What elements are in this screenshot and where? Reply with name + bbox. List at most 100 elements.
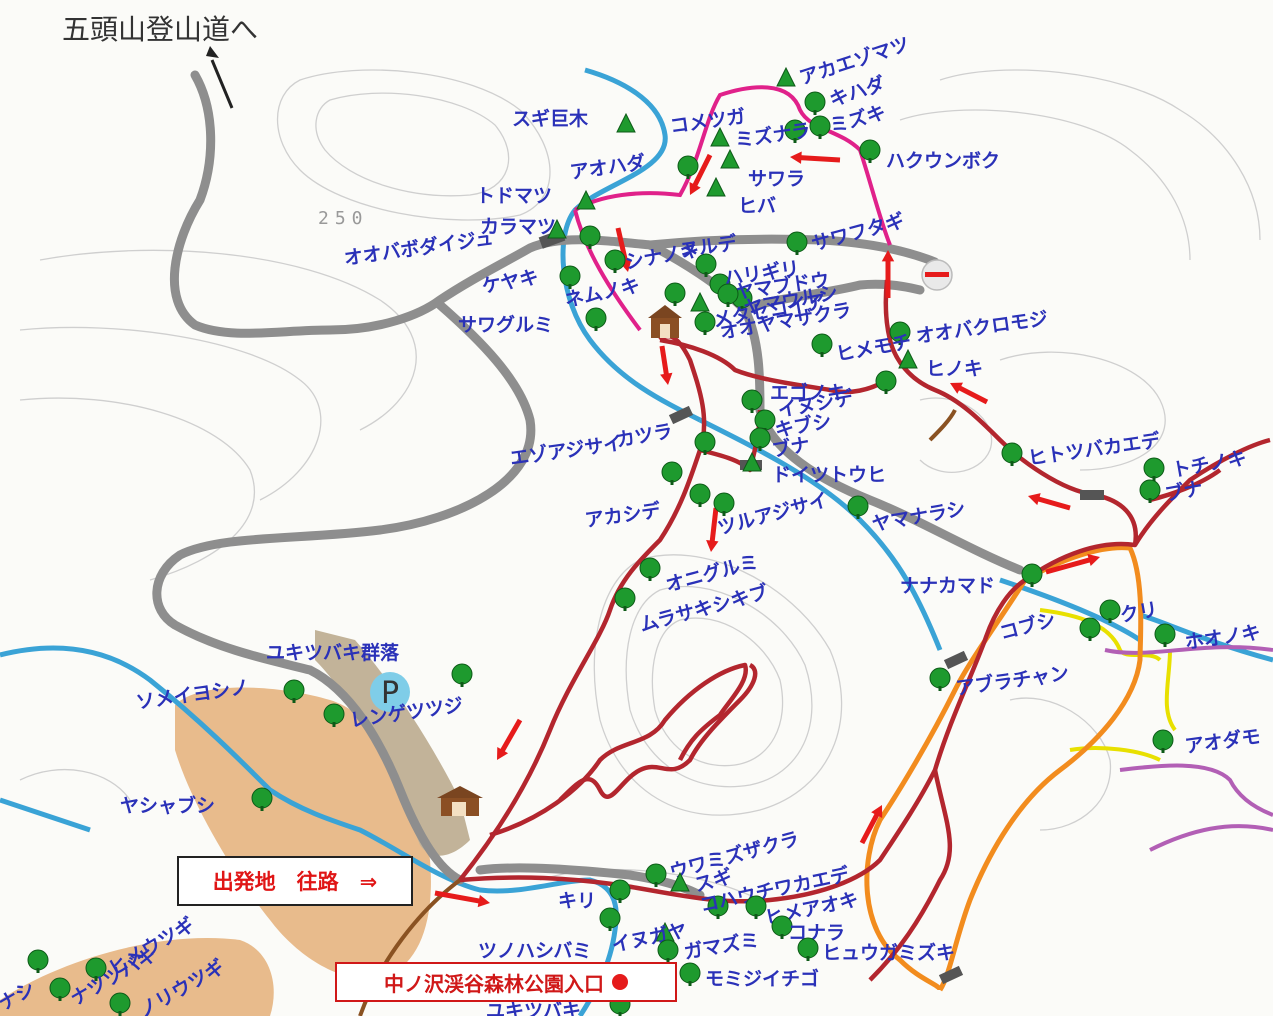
map-title: 五頭山登山道へ (62, 13, 259, 46)
direction-arrow (709, 507, 719, 543)
tree-trunk (1148, 498, 1152, 503)
tree-marker: スギ巨木 (512, 107, 636, 133)
tree-name-label: カツラ (614, 420, 674, 452)
tree-name-label: アオハダ (568, 151, 646, 184)
broadleaf-tree-icon (1079, 617, 1101, 639)
direction-arrow (1036, 496, 1071, 511)
broadleaf-tree-icon (809, 115, 831, 137)
direction-arrowhead (497, 747, 509, 760)
tree-trunk (292, 698, 296, 703)
tree-marker: ヤマナラシ (847, 495, 967, 536)
tree-trunk (1161, 748, 1165, 753)
tree-name-label: ツルアジサイ (715, 489, 830, 540)
conifer-tree-icon (690, 291, 710, 312)
tree-trunk (1152, 476, 1156, 481)
tree-trunk (618, 1012, 622, 1016)
tree-trunk (1030, 582, 1034, 587)
tree-trunk (670, 480, 674, 485)
purple-trail[interactable] (1104, 645, 1273, 852)
tree-marker: ヒノキ (898, 348, 983, 380)
tree-trunk (613, 268, 617, 273)
broadleaf-tree-icon (559, 265, 581, 287)
tree-marker: トドマツ (476, 185, 596, 210)
start-point-label: 出発地 往路 ⇒ (177, 856, 413, 906)
broadleaf-tree-icon (609, 879, 631, 901)
tree-trunk (58, 996, 62, 1001)
tree-trunk (698, 502, 702, 507)
tree-marker: サワグルミ (458, 307, 607, 336)
contour-label: 250 (318, 208, 369, 229)
tree-name-label: オオバクロモジ (915, 308, 1050, 348)
conifer-tree-icon (776, 66, 796, 87)
broadleaf-tree-icon (639, 557, 661, 579)
tree-trunk (648, 576, 652, 581)
orange-trail[interactable] (937, 545, 1144, 992)
broadleaf-tree-icon (49, 977, 71, 999)
orange-trail-west[interactable] (864, 578, 1028, 992)
rest-house-lower[interactable] (437, 786, 483, 816)
tree-marker: ヌルデ (678, 231, 739, 277)
tree-marker: コナラ (771, 915, 845, 944)
north-trail-arrow (210, 59, 234, 109)
tree-trunk (608, 926, 612, 931)
broadleaf-tree-icon (451, 663, 473, 685)
tree-name-label: スギ巨木 (512, 107, 589, 130)
tree-name-label: ヒトツバカエデ (1026, 428, 1162, 469)
tree-trunk (938, 686, 942, 691)
tree-trunk (588, 244, 592, 249)
direction-arrowhead (706, 539, 719, 552)
broadleaf-tree-icon (847, 495, 869, 517)
tree-name-label: クリ (1118, 599, 1159, 627)
direction-arrowhead (881, 250, 895, 262)
tree-marker: キリ (558, 879, 631, 912)
broadleaf-tree-icon (585, 307, 607, 329)
conifer-tree-icon (670, 871, 690, 892)
conifer-tree-icon (576, 189, 596, 210)
tree-trunk (460, 682, 464, 687)
loop-trail-west[interactable] (573, 209, 642, 332)
tree-trunk (793, 138, 797, 143)
tree-marker: エゴノキ (770, 370, 897, 404)
tree-trunk (856, 514, 860, 519)
tree-trunk (332, 722, 336, 727)
tree-trunk (750, 408, 754, 413)
tree-trunk (758, 446, 762, 451)
tree-name-label: ナナカマド (900, 575, 995, 597)
broadleaf-tree-icon (614, 587, 636, 609)
rest-house-upper[interactable] (648, 305, 682, 338)
tree-marker: ナナカマド (900, 563, 1043, 597)
tree-name-label: ドイツトウヒ (772, 464, 886, 486)
direction-arrowhead (660, 372, 673, 385)
direction-arrow (499, 718, 523, 753)
direction-arrow (434, 890, 481, 904)
broadleaf-tree-icon (1001, 442, 1023, 464)
broadleaf-tree-icon (1021, 563, 1043, 585)
tree-trunk (260, 806, 264, 811)
broadleaf-tree-icon (657, 939, 679, 961)
tree-trunk (818, 134, 822, 139)
tree-marker: アカシデ (583, 483, 711, 532)
tree-marker: モミジイチゴ (679, 962, 819, 990)
conifer-tree-icon (710, 126, 730, 147)
tree-trunk (1108, 618, 1112, 623)
broadleaf-tree-icon (323, 703, 345, 725)
tree-name-label: エゴノキ (770, 381, 846, 404)
direction-arrowhead (689, 182, 701, 195)
tree-trunk (722, 511, 726, 516)
yellow-trail[interactable] (1039, 608, 1177, 762)
zigzag-trail[interactable] (558, 662, 758, 802)
broadleaf-tree-icon (604, 249, 626, 271)
no-entry-icon (925, 272, 949, 277)
tree-name-label: ガマズミ (682, 928, 761, 964)
tree-marker: サワラ (720, 148, 805, 190)
brown-spur[interactable] (928, 409, 957, 442)
parking-icon[interactable] (370, 672, 410, 712)
broadleaf-tree-icon (27, 949, 49, 971)
field-area-lower (0, 938, 274, 1016)
broadleaf-tree-icon (797, 937, 819, 959)
tree-marker: アオダモ (1152, 725, 1262, 758)
conifer-tree-icon (720, 148, 740, 169)
tree-name-label: キリ (558, 890, 596, 912)
tree-name-label: カラマツ (480, 216, 556, 238)
tree-name-label: ブナ (1163, 477, 1204, 506)
